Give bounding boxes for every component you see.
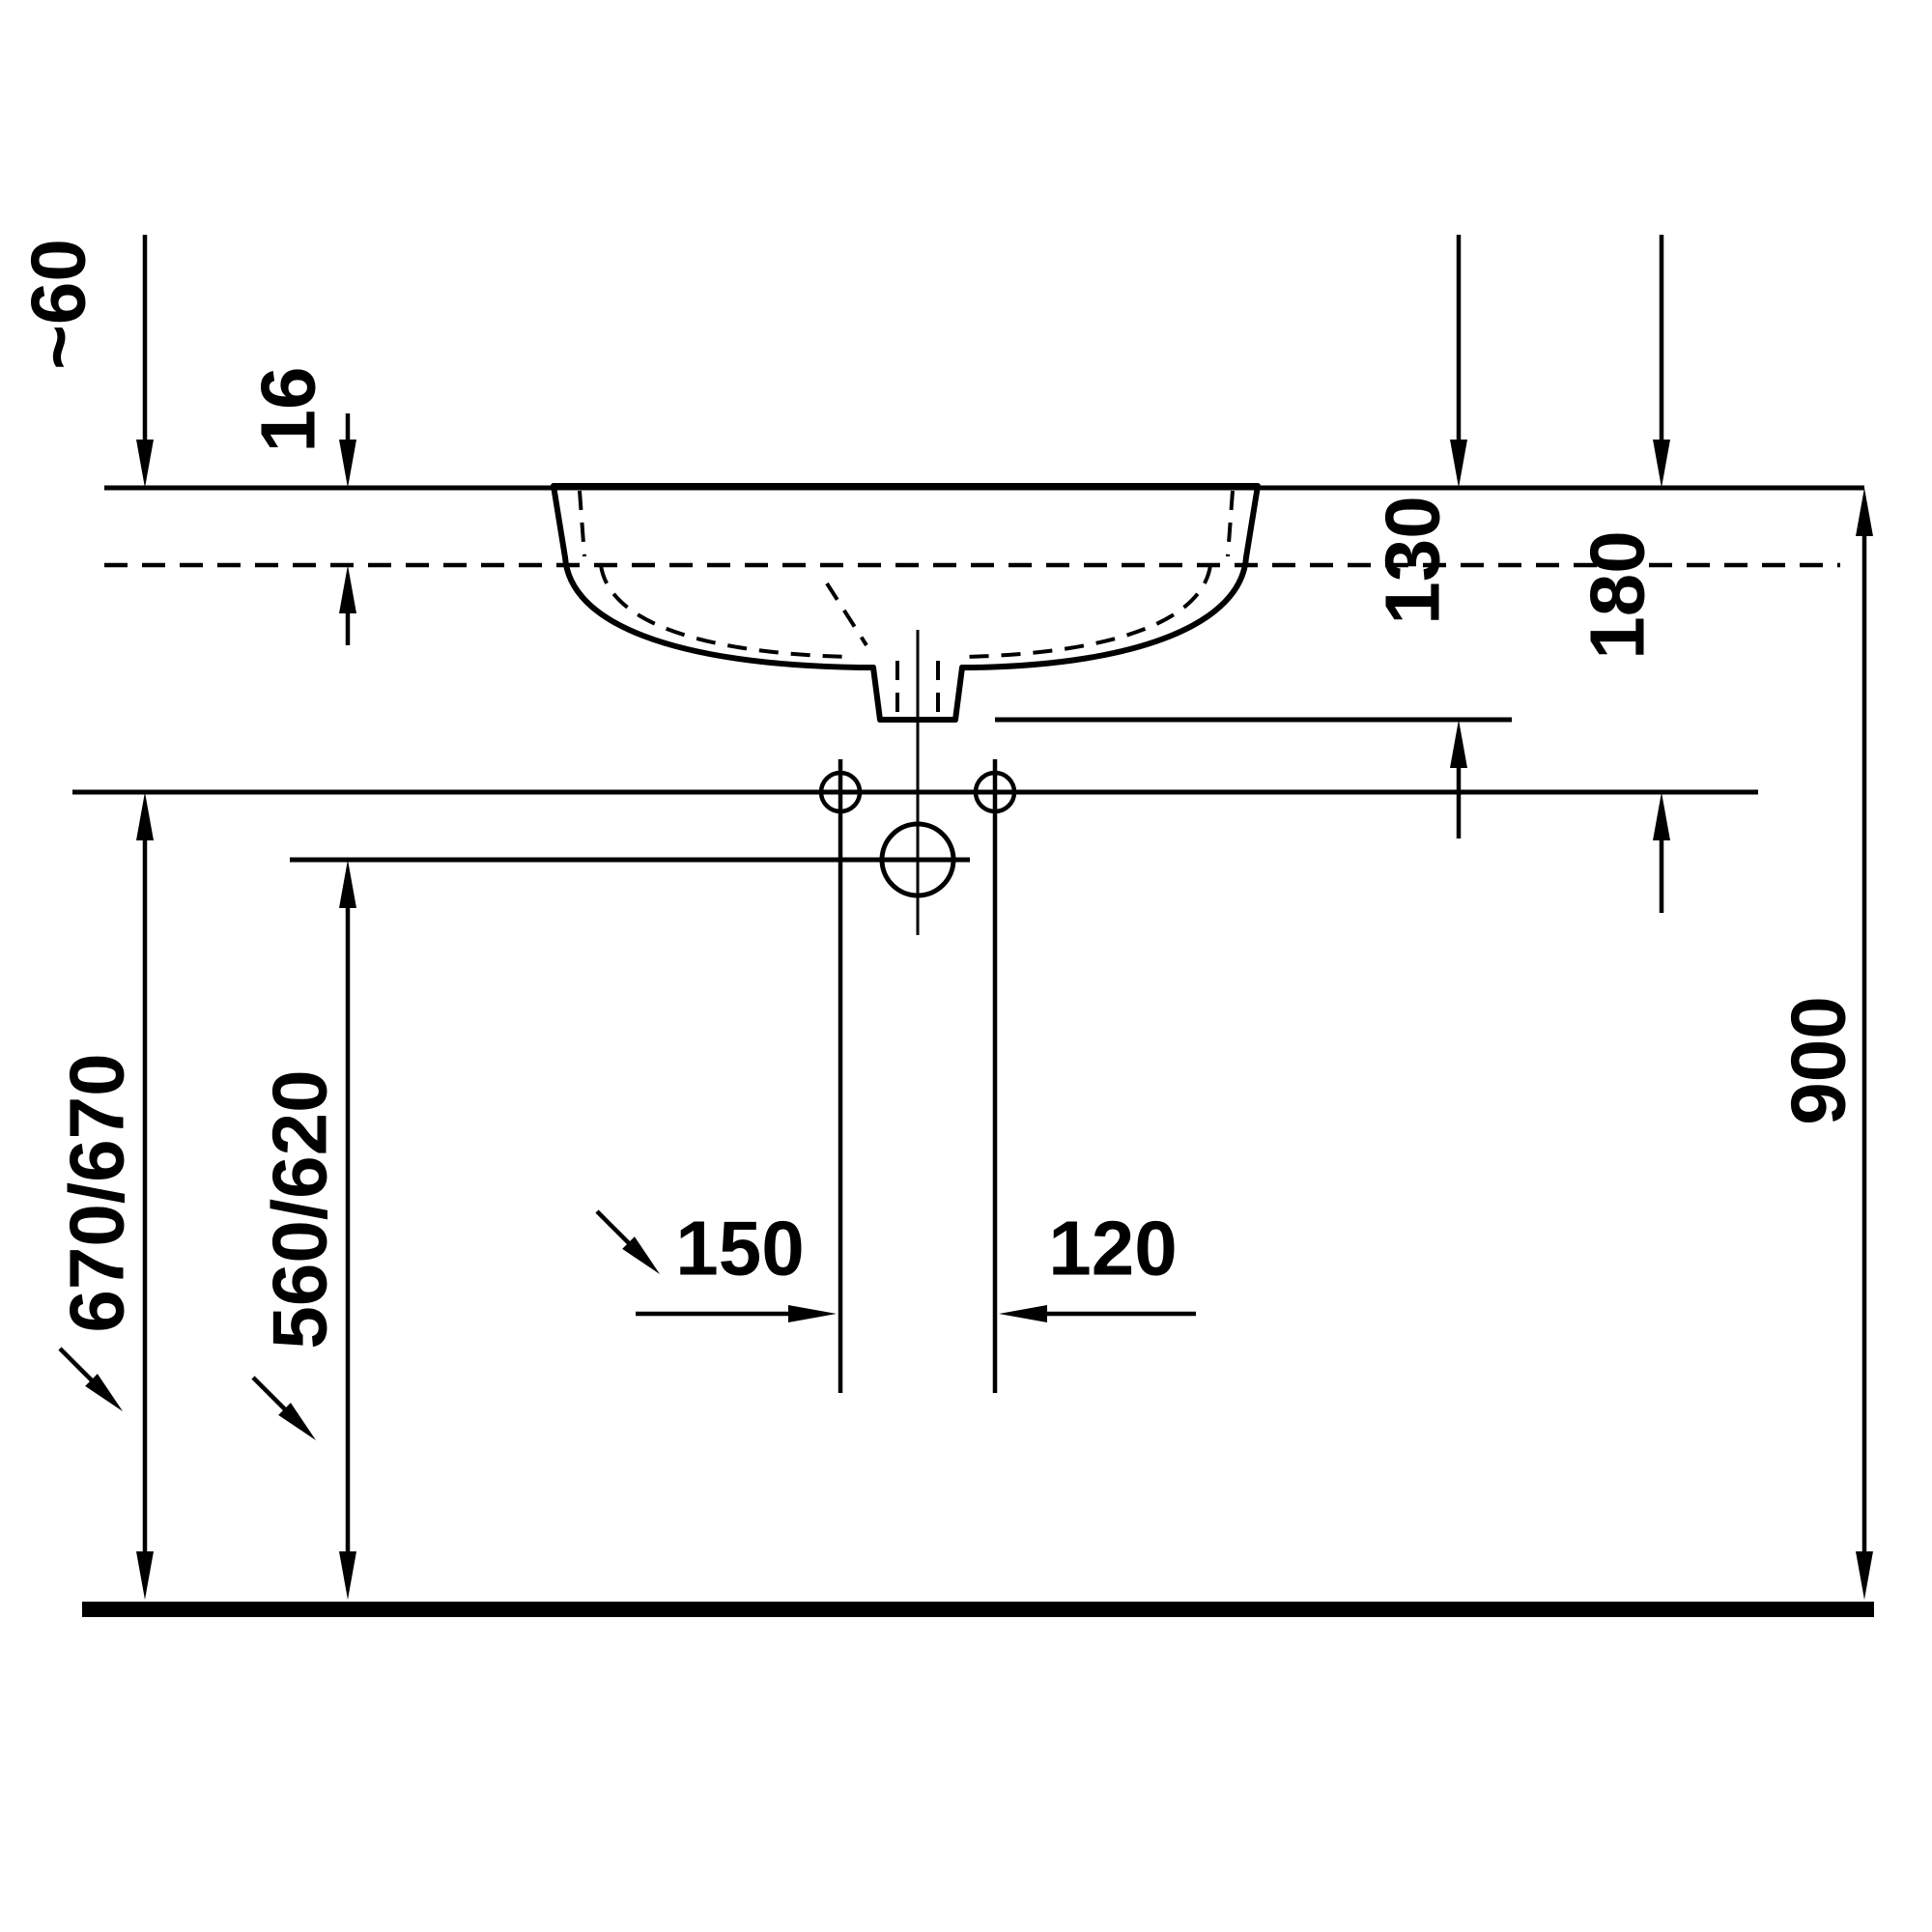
dim-label-hole-offset-left: 150	[675, 1206, 804, 1292]
arrowhead-up	[339, 565, 356, 613]
dim-label-counter-offset: ~60	[15, 239, 101, 370]
dim-label-rim-height: 16	[245, 367, 331, 453]
dim-label-height-mid: 560/620	[257, 1069, 343, 1349]
dim-label-hole-offset-right: 120	[1048, 1206, 1177, 1292]
hidden-edge-bowl-left	[599, 564, 851, 659]
arrowhead-right	[788, 1305, 837, 1322]
tap-hole-right	[973, 770, 1017, 814]
tap-hole-left	[818, 770, 863, 814]
hidden-edge-rim-right	[1226, 490, 1235, 557]
dim-label-basin-depth: 130	[1370, 496, 1456, 624]
arrowhead-down	[136, 1551, 154, 1600]
dim-label-outlet-depth: 180	[1575, 530, 1661, 659]
alt-dim-arrow-height-mid	[251, 1376, 317, 1441]
hidden-edge-rim-left	[578, 490, 586, 557]
hidden-edge-overflow	[825, 582, 868, 647]
arrowhead-up	[339, 860, 356, 908]
drain-hole	[879, 821, 956, 898]
dim-label-height-left: 670/670	[54, 1053, 140, 1332]
arrowhead-left	[999, 1305, 1047, 1322]
dim-label-mount-height: 900	[1776, 996, 1861, 1124]
arrowhead-down	[339, 1551, 356, 1600]
hidden-edge-bowl-right	[965, 564, 1212, 659]
arrowhead-down	[136, 440, 154, 488]
arrowhead-down	[1450, 440, 1467, 488]
arrowhead-up	[1653, 792, 1670, 840]
arrowhead-up	[1450, 720, 1467, 768]
arrowhead-down	[1653, 440, 1670, 488]
alt-dim-arrow-height-left	[58, 1347, 124, 1412]
arrowhead-down	[339, 440, 356, 488]
arrowhead-up	[136, 792, 154, 840]
arrowhead-down	[1856, 1551, 1873, 1600]
basin-outline	[551, 483, 1261, 723]
alt-dim-arrow-hole-left	[595, 1209, 661, 1275]
arrowhead-up	[1856, 488, 1873, 536]
